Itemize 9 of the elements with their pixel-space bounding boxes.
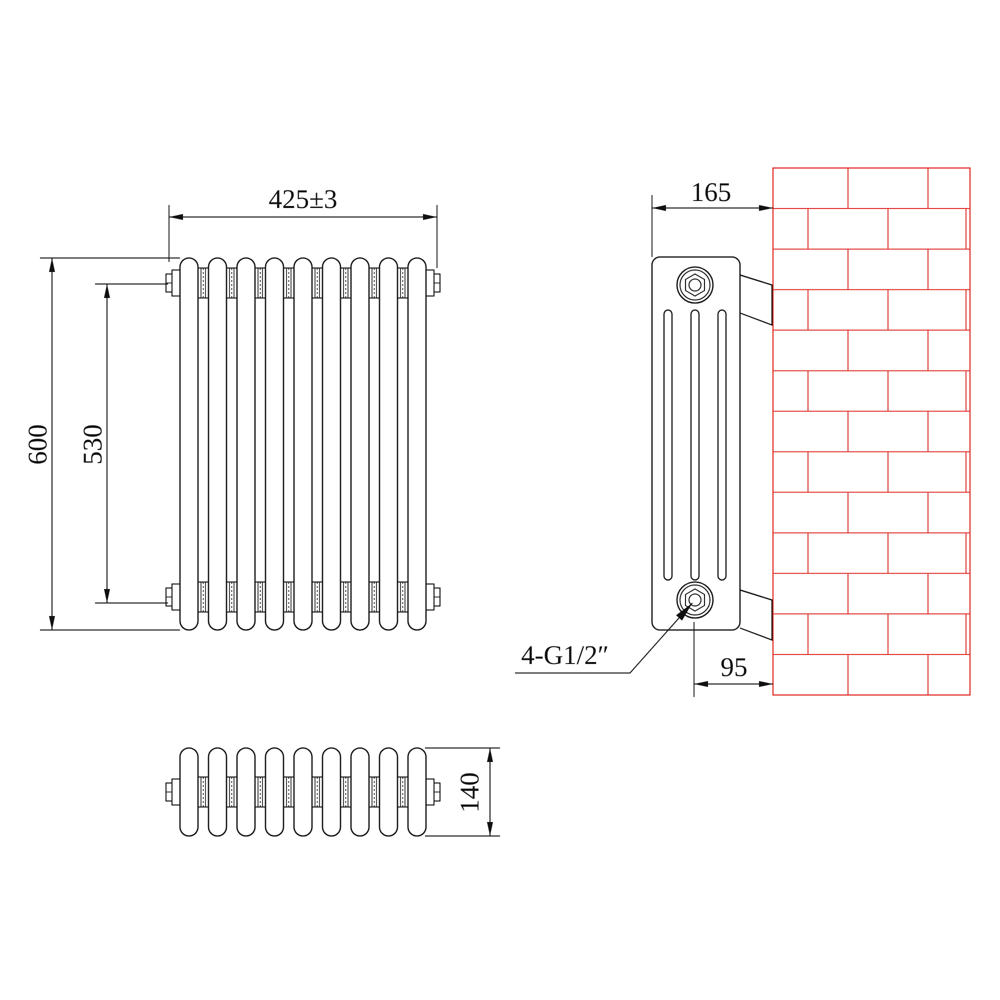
dimension-value: 600 — [24, 423, 52, 467]
dimension-value: 165 — [690, 179, 732, 206]
dimension-value: 140 — [456, 771, 484, 815]
valve-connection — [676, 581, 714, 619]
dimension-value: 425±3 — [268, 186, 338, 213]
leader-line — [514, 602, 693, 674]
thread-size-label: 4-G1/2″ — [515, 642, 615, 669]
dimension-value: 95 — [720, 654, 748, 681]
dimension-value: 530 — [80, 423, 106, 467]
